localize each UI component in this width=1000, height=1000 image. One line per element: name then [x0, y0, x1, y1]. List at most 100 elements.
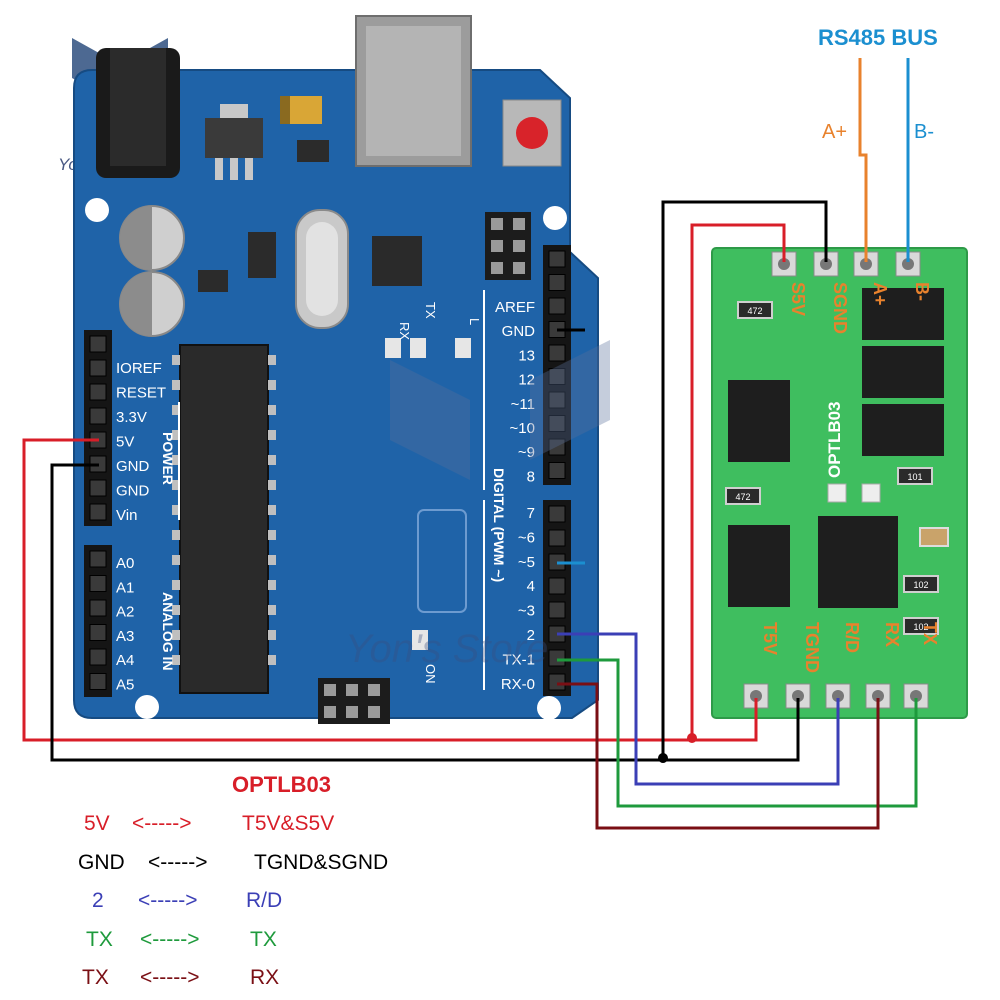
power-header [84, 330, 112, 526]
smd-led [861, 483, 881, 503]
header-pin [89, 407, 107, 425]
smd-resistor [725, 487, 761, 505]
header-pin [548, 649, 566, 667]
pin-label: 3.3V [116, 409, 147, 426]
smd-resistor [903, 575, 939, 593]
pin-label: IOREF [116, 360, 162, 377]
pin-label: A2 [116, 604, 134, 621]
bus-b-label: B- [914, 121, 934, 143]
legend-right: T5V&S5V [242, 812, 334, 835]
resistor-code: 102 [913, 622, 928, 632]
pin-label: RX-0 [501, 676, 535, 693]
resistor-code: 472 [735, 492, 750, 502]
legend-right: TX [250, 928, 277, 951]
electrolytic-capacitor [119, 205, 185, 271]
legend-arrow: <-----> [140, 966, 200, 989]
legend-right: R/D [246, 889, 282, 912]
pin-label: AREF [495, 299, 535, 316]
legend-right: RX [250, 966, 279, 989]
pin-label: ~10 [510, 420, 535, 437]
pin-label: RESET [116, 385, 166, 402]
header-pin [89, 575, 107, 592]
legend-left: GND [78, 851, 125, 874]
pin-label: ~6 [518, 529, 535, 546]
header-pin [89, 503, 107, 521]
led-rx-label: RX [397, 322, 412, 340]
wire-gnd [50, 463, 800, 762]
smd-resistor [903, 617, 939, 635]
usb-controller-chip [372, 236, 422, 286]
wire-rx-rx [557, 682, 880, 830]
pin-label: Vin [116, 507, 137, 524]
legend: OPTLB03 5V<----->T5V&S5VGND<----->TGND&S… [78, 772, 388, 989]
header-pin [548, 274, 566, 291]
mounting-hole [537, 696, 561, 720]
led-rx [385, 338, 401, 358]
module-bottom-pin-label: T5V [760, 622, 780, 655]
tvs-diode [862, 346, 944, 398]
header-pin [548, 529, 566, 547]
legend-arrow: <-----> [138, 889, 198, 912]
resistor-code: 102 [913, 580, 928, 590]
wire-pin2-rd [557, 632, 840, 786]
optocoupler-chip [728, 525, 790, 607]
header-pin [548, 462, 566, 479]
header-pin [89, 624, 107, 641]
pin-label: A0 [116, 555, 134, 572]
header-pin [548, 368, 566, 385]
led-l [455, 338, 471, 358]
optocoupler-chip [728, 380, 790, 462]
header-pin [89, 550, 107, 568]
pin-label: 5V [116, 434, 134, 451]
pin-label: A3 [116, 628, 134, 645]
digital-header-label: DIGITAL (PWM ~) [491, 468, 507, 582]
resistor-code: 101 [907, 472, 922, 482]
header-pin [548, 344, 566, 362]
header-pin [89, 648, 107, 666]
legend-left: TX [82, 966, 109, 989]
header-pin [548, 577, 566, 595]
smd-led [827, 483, 847, 503]
pin-label: ~5 [518, 554, 535, 571]
header-pin [89, 599, 107, 617]
header-pin [548, 297, 566, 315]
led-on [412, 630, 428, 650]
legend-right: TGND&SGND [254, 851, 388, 874]
header-pin [89, 383, 107, 401]
mounting-hole [543, 206, 567, 230]
smd-resistor [897, 467, 933, 485]
legend-arrow: <-----> [148, 851, 208, 874]
tvs-diode [862, 288, 944, 340]
legend-arrow: <-----> [140, 928, 200, 951]
module-top-pin-label: SGND [830, 282, 850, 334]
smd-capacitor [919, 527, 949, 547]
wire-bus-a [858, 58, 868, 262]
watermark-text: Yon's Store [345, 627, 548, 671]
pin-label: A1 [116, 579, 134, 596]
header-pin [548, 391, 566, 409]
smd-resistor [737, 301, 773, 319]
wire-5v-s5v [690, 223, 786, 738]
led-l-label: L [467, 318, 482, 325]
led-tx [410, 338, 426, 358]
legend-left: 2 [92, 889, 104, 912]
transceiver-chip [818, 516, 898, 608]
header-pin [548, 673, 566, 691]
mounting-hole [135, 695, 159, 719]
module-bottom-pin-label: R/D [842, 622, 862, 653]
header-pin [548, 415, 566, 432]
header-pin [548, 250, 566, 268]
wire-tx-tx [557, 658, 918, 808]
module-top-pin-label: B- [912, 282, 932, 301]
pin-label: 4 [527, 578, 535, 595]
module-bottom-pin-label: TX [920, 622, 940, 645]
resistor-code: 472 [747, 306, 762, 316]
header-pin [548, 438, 566, 456]
tvs-diode [862, 404, 944, 456]
atmega-chip [179, 344, 269, 694]
analog-header-label: ANALOG IN [160, 592, 176, 671]
legend-title: OPTLB03 [232, 772, 331, 797]
voltage-regulator [205, 118, 263, 158]
